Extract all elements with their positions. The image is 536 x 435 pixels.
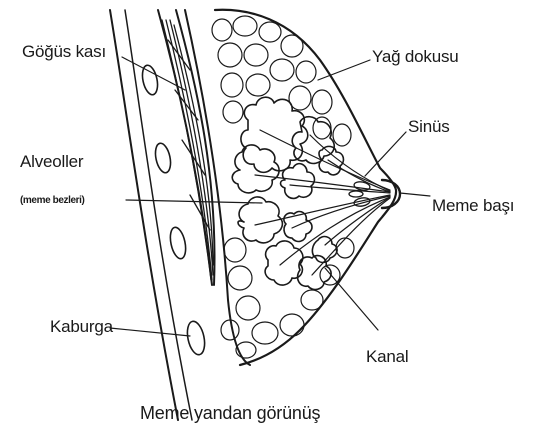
diagram-caption: Meme yandan görünüş — [140, 403, 320, 424]
chest-wall — [110, 10, 192, 420]
label-pectoral-muscle: Göğüs kası — [22, 42, 106, 62]
leader-kaburga — [110, 328, 190, 336]
leader-kanal — [325, 268, 378, 330]
label-nipple: Meme başı — [432, 196, 514, 216]
chest-inner-line — [185, 10, 250, 365]
breast-outline — [215, 10, 396, 365]
label-duct: Kanal — [366, 347, 408, 367]
alveoli-lobules — [232, 97, 343, 289]
leader-meme-basi — [400, 193, 430, 196]
label-alveoli: Alveoller — [20, 152, 83, 172]
label-fat-tissue: Yağ dokusu — [372, 47, 459, 67]
leader-sinus — [365, 132, 406, 176]
rib-bones — [140, 64, 207, 356]
label-rib: Kaburga — [50, 317, 113, 337]
label-mammary-gland: (meme bezleri) — [20, 195, 84, 206]
label-sinus: Sinüs — [408, 117, 450, 137]
